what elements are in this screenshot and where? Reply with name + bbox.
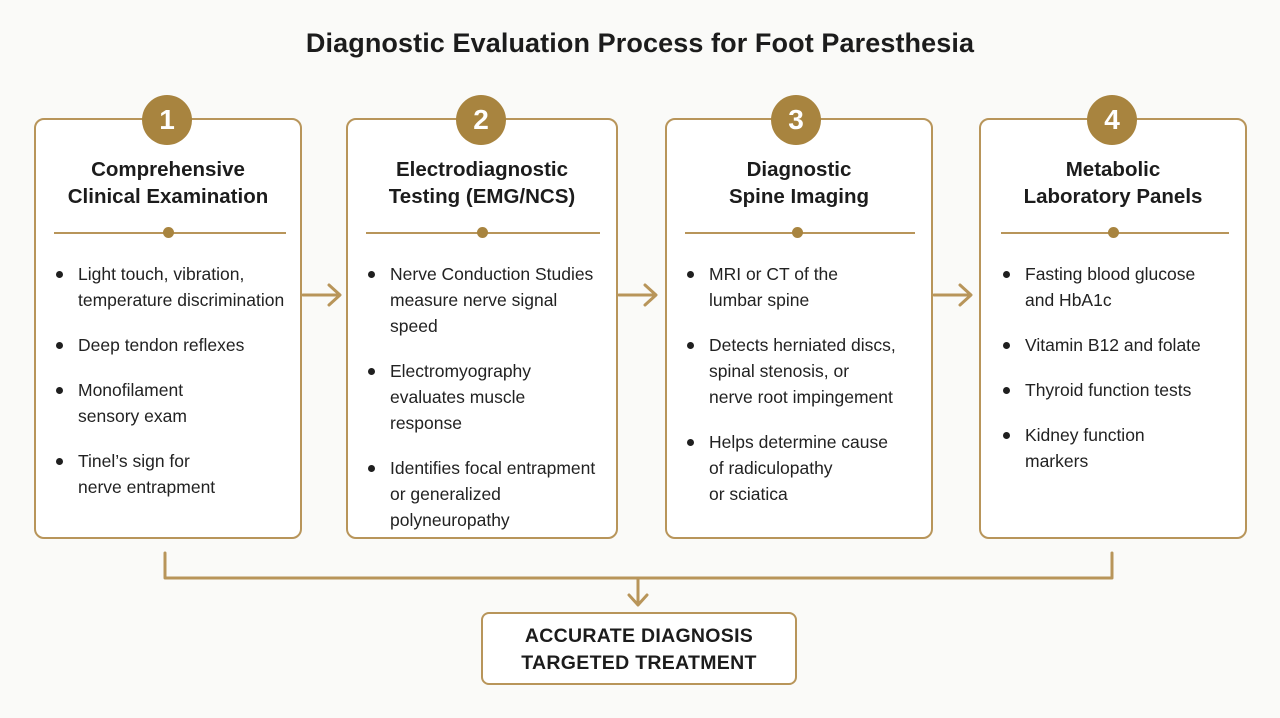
- list-item: MRI or CT of the lumbar spine: [687, 261, 896, 313]
- divider-dot: [792, 227, 803, 238]
- step-number-badge: 4: [1087, 95, 1137, 145]
- list-item: Light touch, vibration, temperature disc…: [56, 261, 284, 313]
- list-item: Fasting blood glucose and HbA1c: [1003, 261, 1201, 313]
- merge-bracket: [163, 551, 1114, 580]
- step-heading-line: Metabolic: [1065, 158, 1161, 181]
- step-number-badge: 3: [771, 95, 821, 145]
- bullet-list: Light touch, vibration, temperature disc…: [56, 261, 284, 519]
- diagram-title: Diagnostic Evaluation Process for Foot P…: [305, 28, 975, 58]
- bullet-list: Fasting blood glucose and HbA1c Vitamin …: [1003, 261, 1201, 493]
- divider-dot: [477, 227, 488, 238]
- step-heading-line: Testing (EMG/NCS): [388, 185, 576, 208]
- step-card-1: Comprehensive Clinical Examination Light…: [34, 118, 302, 539]
- right-arrow-icon: [932, 283, 973, 307]
- right-arrow-icon: [301, 283, 342, 307]
- result-box: ACCURATE DIAGNOSIS TARGETED TREATMENT: [481, 612, 797, 685]
- step-heading-line: Spine Imaging: [728, 185, 870, 208]
- list-item: Tinel’s sign for nerve entrapment: [56, 448, 284, 500]
- list-item: Kidney function markers: [1003, 422, 1201, 474]
- step-card-3: Diagnostic Spine Imaging MRI or CT of th…: [665, 118, 933, 539]
- list-item: Detects herniated discs, spinal stenosis…: [687, 332, 896, 410]
- step-heading-line: Laboratory Panels: [1023, 185, 1203, 208]
- divider-dot: [1108, 227, 1119, 238]
- step-heading-line: Diagnostic: [746, 158, 852, 181]
- list-item: Nerve Conduction Studies measure nerve s…: [368, 261, 595, 339]
- step-heading: Diagnostic Spine Imaging: [667, 156, 931, 210]
- step-card-4: Metabolic Laboratory Panels Fasting bloo…: [979, 118, 1247, 539]
- step-heading: Electrodiagnostic Testing (EMG/NCS): [348, 156, 616, 210]
- result-line: TARGETED TREATMENT: [521, 652, 757, 674]
- bullet-list: Nerve Conduction Studies measure nerve s…: [368, 261, 595, 552]
- divider-dot: [163, 227, 174, 238]
- bullet-list: MRI or CT of the lumbar spine Detects he…: [687, 261, 896, 526]
- list-item: Helps determine cause of radiculopathy o…: [687, 429, 896, 507]
- step-heading: Metabolic Laboratory Panels: [981, 156, 1245, 210]
- right-arrow-icon: [617, 283, 658, 307]
- step-number-badge: 1: [142, 95, 192, 145]
- step-number-badge: 2: [456, 95, 506, 145]
- list-item: Identifies focal entrapment or generaliz…: [368, 455, 595, 533]
- step-heading-line: Clinical Examination: [67, 185, 269, 208]
- list-item: Monofilament sensory exam: [56, 377, 284, 429]
- step-heading: Comprehensive Clinical Examination: [36, 156, 300, 210]
- list-item: Thyroid function tests: [1003, 377, 1201, 403]
- result-line: ACCURATE DIAGNOSIS: [524, 625, 754, 647]
- list-item: Vitamin B12 and folate: [1003, 332, 1201, 358]
- list-item: Deep tendon reflexes: [56, 332, 284, 358]
- down-arrow-icon: [627, 576, 649, 607]
- step-heading-line: Comprehensive: [91, 158, 245, 181]
- step-card-2: Electrodiagnostic Testing (EMG/NCS) Nerv…: [346, 118, 618, 539]
- list-item: Electromyography evaluates muscle respon…: [368, 358, 595, 436]
- step-heading-line: Electrodiagnostic: [395, 158, 568, 181]
